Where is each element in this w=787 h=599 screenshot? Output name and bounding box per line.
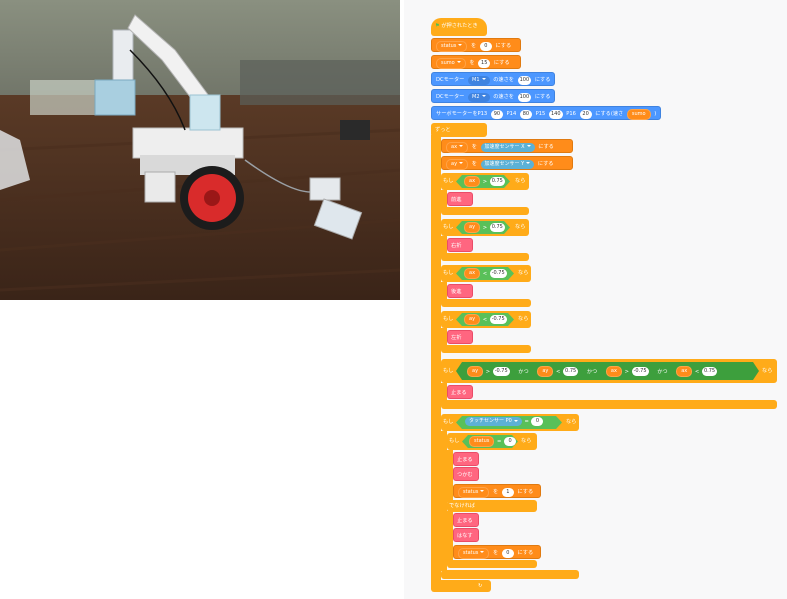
set-sumo-block[interactable]: sumo を 15 にする [431, 55, 521, 69]
robot-photo-image [0, 0, 400, 300]
accel-sensor-reporter[interactable]: 加速度センサー Y [480, 159, 535, 169]
p13-input[interactable]: 90 [490, 109, 503, 119]
robot-photo [0, 0, 400, 300]
hat-label: が押されたとき [441, 23, 478, 29]
dc-motor-m1-block[interactable]: DCモーター M1 の速さを 100 にする [431, 72, 555, 86]
set-ax-block[interactable]: ax を 加速度センサー X にする [441, 139, 573, 153]
var-dropdown[interactable]: ax [446, 141, 469, 153]
p14-input[interactable]: 80 [519, 109, 532, 119]
stop-block[interactable]: 止まる [447, 385, 473, 399]
set-status-1-block[interactable]: status を 1 にする [453, 484, 541, 498]
else-bar [447, 500, 537, 512]
dc-motor-m2-block[interactable]: DCモーター M2 の速さを 100 にする [431, 89, 555, 103]
turn-right-block[interactable]: 右折 [447, 238, 473, 252]
green-flag-icon: ⚑ [435, 23, 440, 29]
port-dropdown[interactable]: M2 [468, 92, 490, 102]
stop-block[interactable]: 止まる [453, 513, 479, 527]
set-status-block[interactable]: status を 0 にする [431, 38, 521, 52]
speed-input[interactable]: 100 [517, 75, 532, 85]
code-editor-area[interactable]: ⚑ が押されたとき status を 0 にする sumo を 15 にする D… [404, 0, 787, 599]
forever-label: ずっと [435, 127, 451, 133]
backward-block[interactable]: 後進 [447, 284, 473, 298]
stop-block[interactable]: 止まる [453, 452, 479, 466]
servo-motor-block[interactable]: サーボモーターをP13 90 P14 80 P15 140 P16 20 にする… [431, 106, 661, 120]
grab-block[interactable]: つかむ [453, 467, 479, 481]
speed-var[interactable]: sumo [626, 108, 651, 120]
var-dropdown[interactable]: ay [446, 158, 469, 170]
var-dropdown[interactable]: sumo [436, 57, 466, 69]
turn-left-block[interactable]: 左折 [447, 330, 473, 344]
forever-block[interactable] [431, 123, 487, 137]
var-dropdown[interactable]: status [458, 547, 490, 559]
set-ay-block[interactable]: ay を 加速度センサー Y にする [441, 156, 573, 170]
value-input[interactable]: 0 [479, 41, 492, 51]
forward-block[interactable]: 前進 [447, 192, 473, 206]
p15-input[interactable]: 140 [548, 109, 563, 119]
loop-arrow-icon: ↻ [478, 583, 483, 589]
touch-sensor-reporter[interactable]: タッチセンサー P0 [465, 417, 522, 426]
port-dropdown[interactable]: M1 [468, 75, 490, 85]
release-block[interactable]: はなす [453, 528, 479, 542]
set-status-0-block[interactable]: status を 0 にする [453, 545, 541, 559]
accel-sensor-reporter[interactable]: 加速度センサー X [480, 142, 535, 152]
p16-input[interactable]: 20 [579, 109, 592, 119]
value-input[interactable]: 15 [478, 58, 491, 68]
var-dropdown[interactable]: status [436, 40, 468, 52]
var-dropdown[interactable]: status [458, 486, 490, 498]
speed-input[interactable]: 100 [517, 92, 532, 102]
hat-block[interactable] [431, 18, 487, 36]
